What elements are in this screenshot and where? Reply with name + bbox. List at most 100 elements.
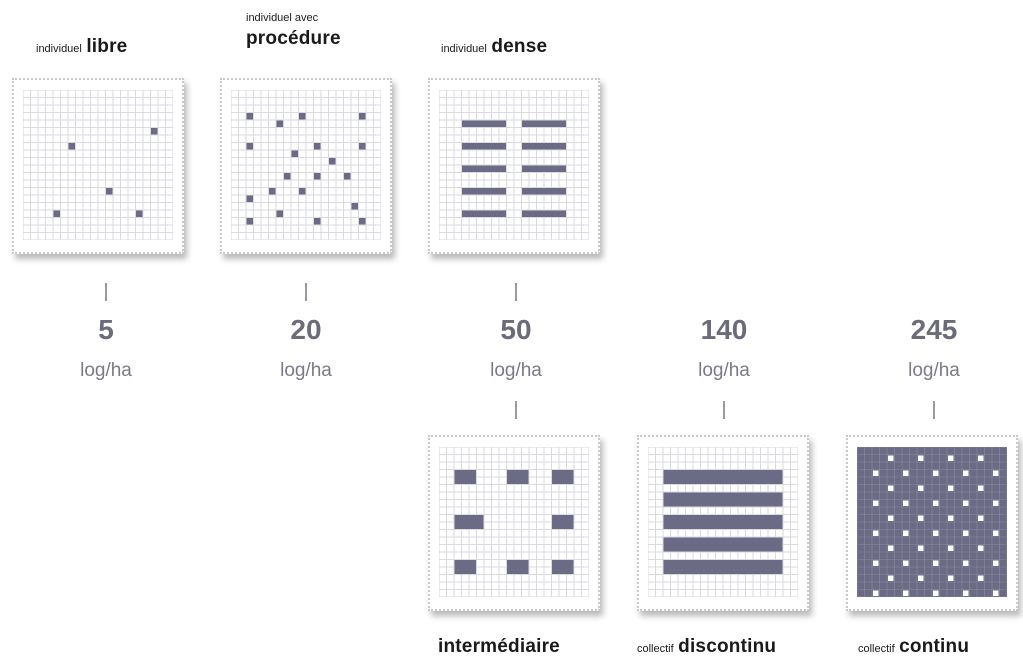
courtyard bbox=[933, 470, 939, 476]
bar-building bbox=[663, 492, 783, 507]
title-procedure: individuel avec procédure bbox=[246, 12, 341, 50]
tick-dense bbox=[515, 283, 517, 301]
house bbox=[269, 188, 276, 195]
block bbox=[454, 560, 476, 574]
courtyard bbox=[978, 515, 984, 521]
title-dense: individuel dense bbox=[441, 36, 547, 58]
density-unit: log/ha bbox=[80, 360, 132, 381]
courtyard bbox=[918, 485, 924, 491]
title-main: continu bbox=[899, 636, 970, 657]
house bbox=[151, 128, 158, 135]
courtyard bbox=[903, 530, 909, 536]
courtyard bbox=[918, 575, 924, 581]
house bbox=[246, 143, 253, 150]
title-prefix: collectif bbox=[637, 643, 674, 655]
courtyard bbox=[993, 590, 999, 596]
courtyard bbox=[948, 485, 954, 491]
tick-procedure bbox=[305, 283, 307, 301]
courtyard bbox=[903, 590, 909, 596]
bar-building bbox=[663, 515, 783, 529]
courtyard bbox=[873, 560, 879, 566]
courtyard bbox=[873, 470, 879, 476]
title-discontinu: collectif discontinu bbox=[637, 636, 776, 658]
courtyard bbox=[963, 560, 969, 566]
tick-intermediaire bbox=[515, 401, 517, 419]
house bbox=[291, 150, 298, 157]
panel-continu bbox=[846, 435, 1018, 611]
house bbox=[299, 113, 306, 120]
courtyard bbox=[873, 500, 879, 506]
title-intermediaire: intermédiaire bbox=[438, 636, 560, 658]
title-prefix: individuel avec bbox=[246, 12, 319, 24]
townhouse-row bbox=[522, 188, 566, 195]
density-unit: log/ha bbox=[698, 360, 750, 381]
courtyard bbox=[933, 560, 939, 566]
house bbox=[246, 195, 253, 202]
pattern-libre bbox=[23, 90, 173, 240]
house bbox=[314, 173, 321, 180]
townhouse-row bbox=[522, 165, 566, 172]
house bbox=[276, 210, 283, 217]
courtyard bbox=[873, 590, 879, 596]
tick-continu bbox=[933, 401, 935, 419]
block bbox=[552, 560, 574, 574]
courtyard bbox=[963, 530, 969, 536]
density-value: 245 bbox=[910, 314, 958, 345]
block bbox=[552, 515, 574, 529]
house bbox=[359, 113, 366, 120]
house bbox=[276, 120, 283, 127]
title-libre: individuel libre bbox=[36, 36, 127, 58]
courtyard bbox=[963, 500, 969, 506]
block bbox=[454, 470, 476, 484]
density-value: 140 bbox=[700, 314, 748, 345]
title-main: procédure bbox=[246, 28, 341, 49]
block bbox=[552, 470, 574, 484]
courtyard bbox=[948, 455, 954, 461]
courtyard bbox=[888, 515, 894, 521]
block bbox=[507, 470, 529, 484]
panel-libre bbox=[12, 78, 184, 254]
courtyard bbox=[993, 470, 999, 476]
house bbox=[246, 113, 253, 120]
house bbox=[136, 210, 143, 217]
courtyard bbox=[933, 590, 939, 596]
townhouse-row bbox=[462, 210, 506, 217]
townhouse-row bbox=[462, 165, 506, 172]
tick-discontinu bbox=[723, 401, 725, 419]
pattern-discontinu bbox=[648, 447, 798, 597]
courtyard bbox=[963, 470, 969, 476]
title-main: discontinu bbox=[678, 636, 777, 657]
courtyard bbox=[993, 530, 999, 536]
townhouse-row bbox=[462, 143, 506, 150]
courtyard bbox=[963, 590, 969, 596]
density-value: 20 bbox=[290, 314, 322, 345]
title-prefix: individuel bbox=[36, 43, 82, 55]
density-unit: log/ha bbox=[280, 360, 332, 381]
courtyard bbox=[978, 575, 984, 581]
bar-building bbox=[663, 560, 783, 574]
house bbox=[344, 173, 351, 180]
courtyard bbox=[873, 530, 879, 536]
townhouse-row bbox=[462, 188, 506, 195]
courtyard bbox=[903, 560, 909, 566]
courtyard bbox=[978, 455, 984, 461]
courtyard bbox=[948, 545, 954, 551]
house bbox=[284, 173, 291, 180]
panel-dense bbox=[428, 78, 600, 254]
title-prefix: individuel bbox=[441, 43, 487, 55]
title-prefix: collectif bbox=[858, 643, 895, 655]
courtyard bbox=[933, 500, 939, 506]
house bbox=[53, 210, 60, 217]
density-value: 50 bbox=[500, 314, 532, 345]
tick-libre bbox=[105, 283, 107, 301]
courtyard bbox=[918, 545, 924, 551]
house bbox=[359, 143, 366, 150]
courtyard bbox=[888, 485, 894, 491]
density-value: 5 bbox=[98, 314, 114, 345]
courtyard bbox=[918, 455, 924, 461]
house bbox=[68, 143, 75, 150]
courtyard bbox=[978, 545, 984, 551]
house bbox=[351, 203, 358, 210]
house bbox=[329, 158, 336, 165]
bar-building bbox=[663, 537, 783, 552]
